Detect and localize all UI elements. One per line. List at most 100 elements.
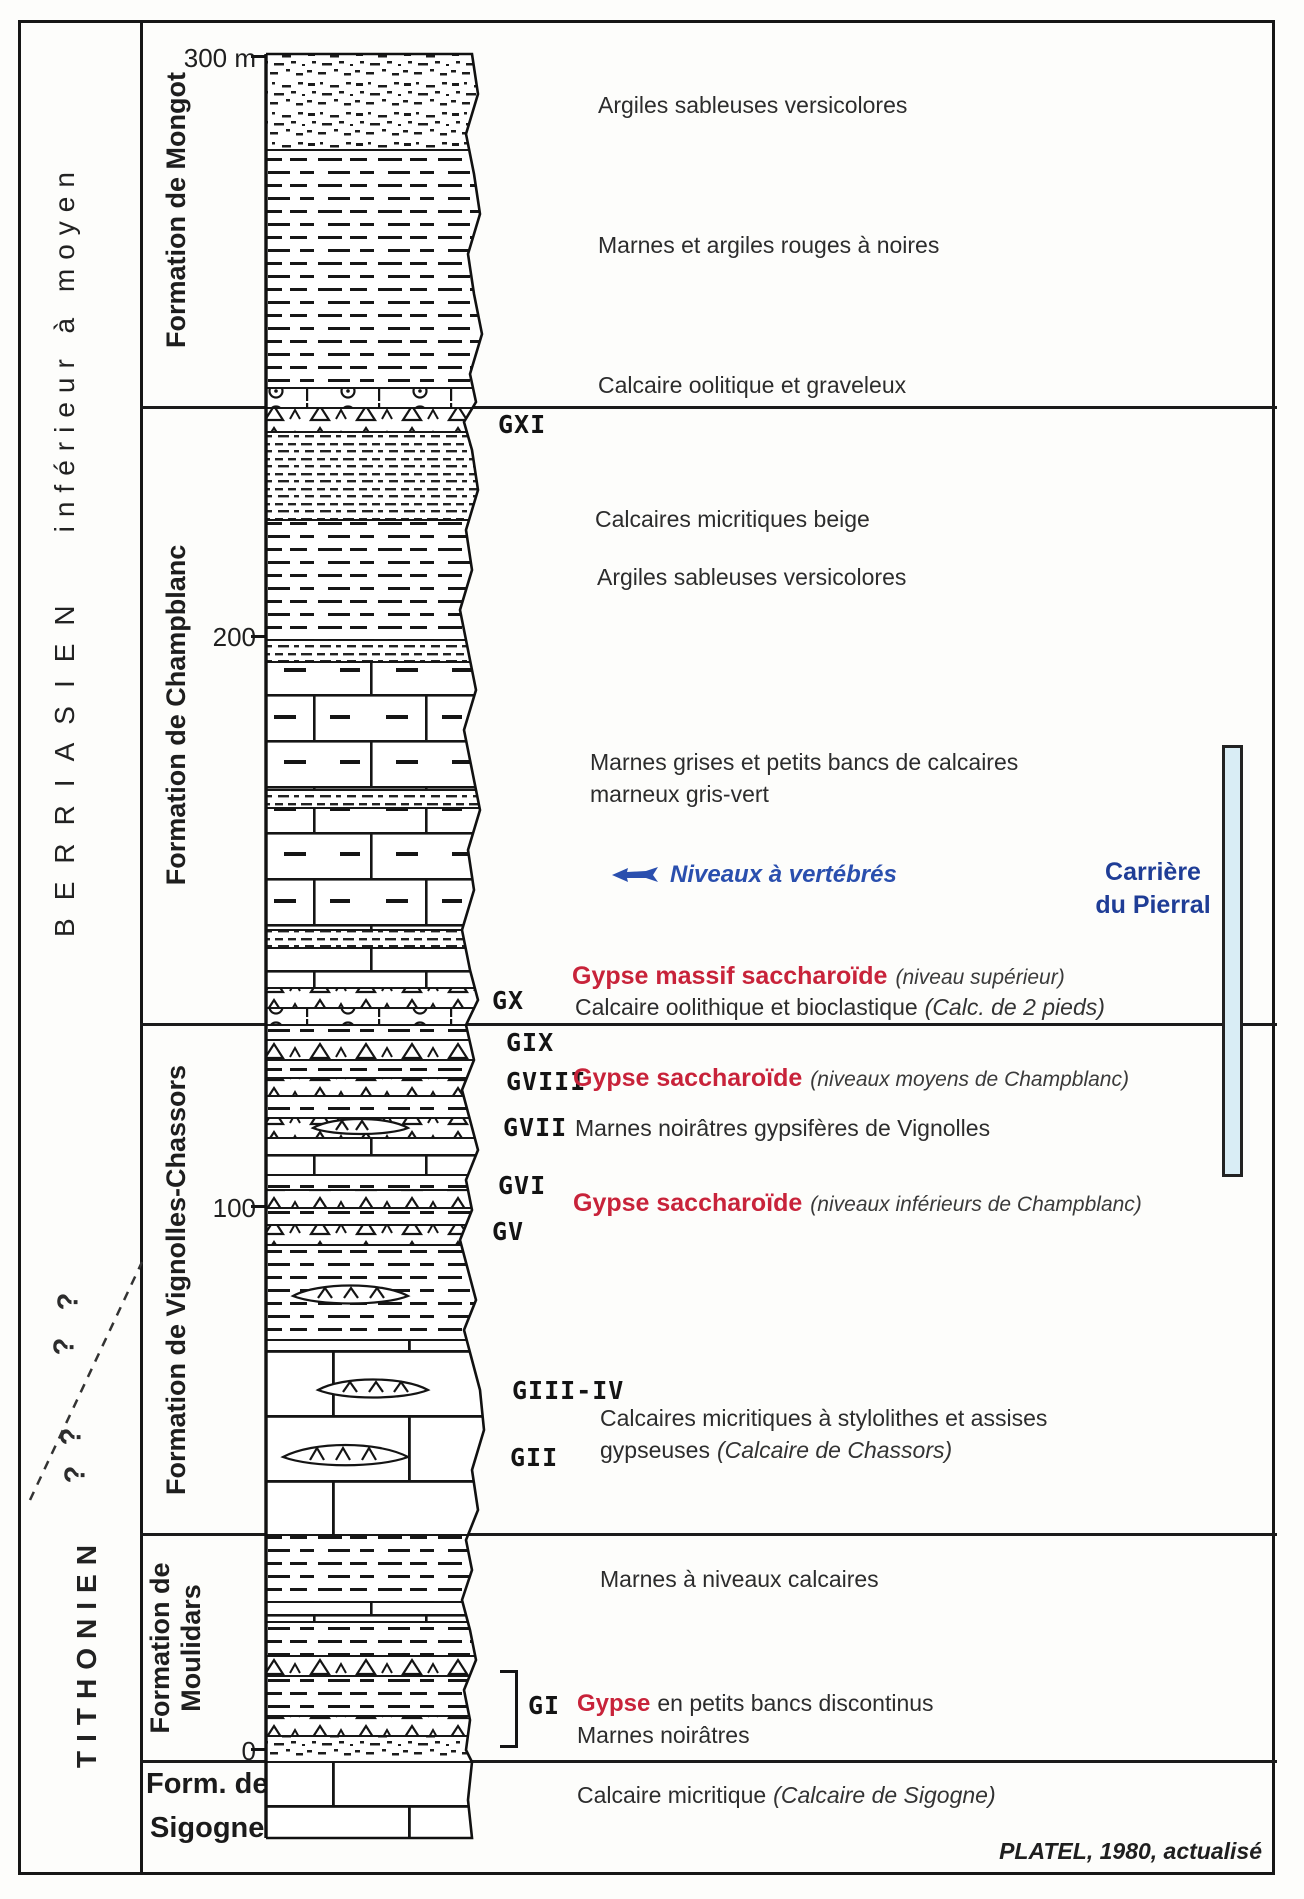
layer-gypsum-gxi [266,407,484,433]
desc-calcaire-oolithique-bioclastique: Calcaire oolithique et bioclastique(Calc… [575,994,1105,1021]
gypse-gi-text: Gypse [577,1690,651,1717]
layer-dark-marl [266,1735,484,1763]
layer-gypsum-gv [266,1224,484,1246]
desc-marnes-noiratres: Marnes noirâtres [577,1722,750,1748]
layer-limestone [266,947,484,989]
scale-0: 0 [241,1736,256,1766]
marker-gi: GI [528,1691,561,1720]
gypsum-lenses [280,1117,431,1467]
desc-chassors-line1: Calcaires micritiques à stylolithes et a… [600,1405,1048,1431]
layer-marl [266,1059,484,1079]
gypse-massif-note: (niveau supérieur) [895,966,1065,989]
layer-gypsum-gix [266,1039,484,1061]
calcaire-oolithique-note: (Calc. de 2 pieds) [924,994,1105,1020]
marker-gii: GII [510,1443,559,1472]
gypse-gi-rest: en petits bancs discontinus [657,1690,934,1716]
gypse-inferieur-note: (niveaux inférieurs de Champblanc) [810,1193,1142,1216]
layer-marl [266,1675,484,1717]
layer-limestone [266,807,484,931]
layer-marl [266,1207,484,1226]
layer-silty [266,431,484,521]
desc-marnes-vignolles: Marnes noirâtres gypsifères de Vignolles [575,1115,991,1141]
outer-frame [18,20,1275,1875]
marker-gx: GX [492,986,525,1015]
layer-marl-thin [266,929,484,949]
layer-limestone [266,1137,484,1176]
quarry-label-line1: Carrière [1105,858,1201,886]
layer-marl-moulidars [266,1534,484,1603]
marker-gv: GV [492,1217,525,1246]
quarry-extent-bar [1222,745,1243,1177]
layer-oolite-mongot [266,387,484,409]
layer-marl-gvi [266,1174,484,1191]
layer-marl [266,1621,484,1657]
column-outline [266,52,486,1840]
layer-limestone-thin [266,1601,484,1623]
formation-moulidars-line1: Formation de [145,1562,175,1734]
desc-gypse-massif: Gypse massif saccharoïde (niveau supérieu… [572,962,1065,991]
formation-label-champblanc: Formation de Champblanc [161,544,191,886]
layer-marl-mongot [266,149,484,389]
desc-niveaux-vertebres: Niveaux à vertébrés [670,861,897,888]
marker-gix: GIX [506,1028,555,1057]
marker-gvi: GVI [498,1171,547,1200]
gypse-inferieur-text: Gypse saccharoïde [573,1189,803,1217]
formation-label-sigogne-line2: Sigogne [150,1812,265,1844]
credit-text: PLATEL, 1980, actualisé [999,1838,1262,1864]
marker-gvii: GVII [503,1113,568,1142]
boundary-moulidars-sigogne [140,1760,1277,1763]
stage-berriasien-text: BERRIASIEN [49,587,80,937]
desc-marnes-grises-line2: marneux gris-vert [590,781,769,807]
desc-marnes-argiles-rouges: Marnes et argiles rouges à noires [598,232,940,258]
layer-marl-thin [266,639,484,663]
gypse-massif-text: Gypse massif saccharoïde [572,962,888,990]
desc-chassors: Calcaires micritiques à stylolithes et a… [600,1402,1047,1466]
layer-oolite-gx [266,1007,484,1026]
scale-tick-mark [251,1205,267,1208]
layer-marl [266,1024,484,1041]
chassors-line2-text: gypseuses [600,1437,710,1463]
formation-label-mongot: Formation de Mongot [161,72,191,348]
uncertain-boundary-dashed-line [28,1261,144,1501]
desc-gypse-moyen: Gypse saccharoïde(niveaux moyens de Cham… [573,1064,1129,1093]
desc-argiles-sableuses-top: Argiles sableuses versicolores [598,92,908,118]
layer-gypsum [266,1189,484,1209]
lithology-column [264,52,486,1840]
boundary-champblanc-vignolles [140,1023,1277,1026]
layer-chassors-limestone [266,1339,484,1536]
formation-label-moulidars: Formation de Moulidars [145,1548,211,1748]
desc-chassors-line2: gypseuses(Calcaire de Chassors) [600,1434,1047,1466]
boundary-vignolles-moulidars [140,1533,1277,1536]
calcaire-oolithique-text: Calcaire oolithique et bioclastique [575,994,918,1020]
stage-label-tithonien: TITHONIEN [71,1536,102,1768]
scale-tick-mark [251,55,267,58]
layer-gypsum-gviii [266,1077,484,1097]
formation-label-sigogne-line1: Form. de [146,1768,269,1800]
stage-label-berriasien: BERRIASIEN inférieur à moyen [49,100,83,1000]
scale-200: 200 [212,622,256,652]
desc-marnes-grises: Marnes grises et petits bancs de calcair… [590,746,1018,810]
desc-calcaire-micritique: Calcaire micritique(Calcaire de Sigogne) [577,1782,996,1809]
stage-berriasien-qualifier: inférieur à moyen [49,163,80,533]
desc-argiles-sableuses-mid: Argiles sableuses versicolores [597,564,907,590]
chassors-note: (Calcaire de Chassors) [716,1437,953,1463]
desc-marnes-grises-line1: Marnes grises et petits bancs de calcair… [590,749,1019,775]
layer-sigogne-limestone [266,1761,484,1838]
quarry-label-line2: du Pierral [1095,891,1211,919]
fish-icon [612,867,658,882]
layer-sandy-clay [266,54,484,151]
calcaire-micritique-text: Calcaire micritique [577,1782,767,1808]
desc-calcaires-micritiques-beige: Calcaires micritiques beige [595,506,870,532]
marker-gviii: GVIII [506,1067,587,1096]
scale-tick-mark [251,635,267,638]
formation-label-vignolles-chassors: Formation de Vignolles-Chassors [161,1064,191,1496]
layer-limestone [266,661,484,791]
layer-gypsum-gx [266,987,484,1009]
marker-gxi: GXI [498,410,547,439]
marker-giii-iv: GIII-IV [512,1376,625,1405]
gypse-moyen-text: Gypse saccharoïde [573,1064,803,1092]
desc-calcaire-oolitique-graveleux: Calcaire oolitique et graveleux [598,372,907,398]
scale-100: 100 [212,1193,256,1223]
